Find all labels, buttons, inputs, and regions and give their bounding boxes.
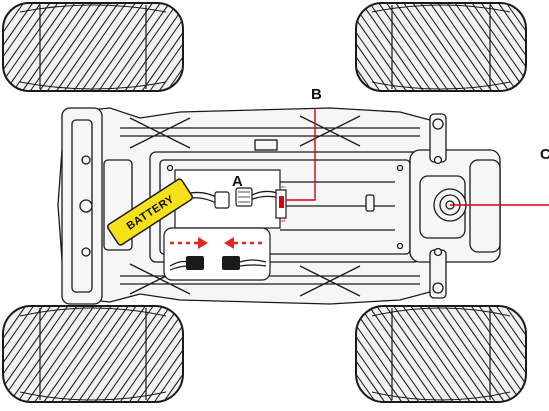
connect-arrow-left-icon — [224, 237, 262, 249]
plug-left-icon — [186, 256, 204, 270]
callout-label-b: B — [311, 86, 322, 103]
connection-detail-box — [163, 227, 271, 281]
tire-rear-left — [2, 305, 184, 403]
esc-switch-button — [279, 196, 284, 208]
callout-label-a: A — [232, 173, 243, 190]
connect-arrow-right-icon — [170, 237, 208, 249]
plug-female — [214, 191, 230, 209]
plug-right-icon — [222, 256, 240, 270]
callout-label-c: C — [540, 146, 549, 163]
tire-front-right — [355, 2, 527, 92]
tire-front-left — [2, 2, 184, 92]
leader-line-b — [286, 108, 316, 201]
switch-mark-off: off — [281, 218, 286, 223]
switch-mark-on: on — [281, 184, 285, 189]
tire-rear-right — [355, 305, 527, 403]
